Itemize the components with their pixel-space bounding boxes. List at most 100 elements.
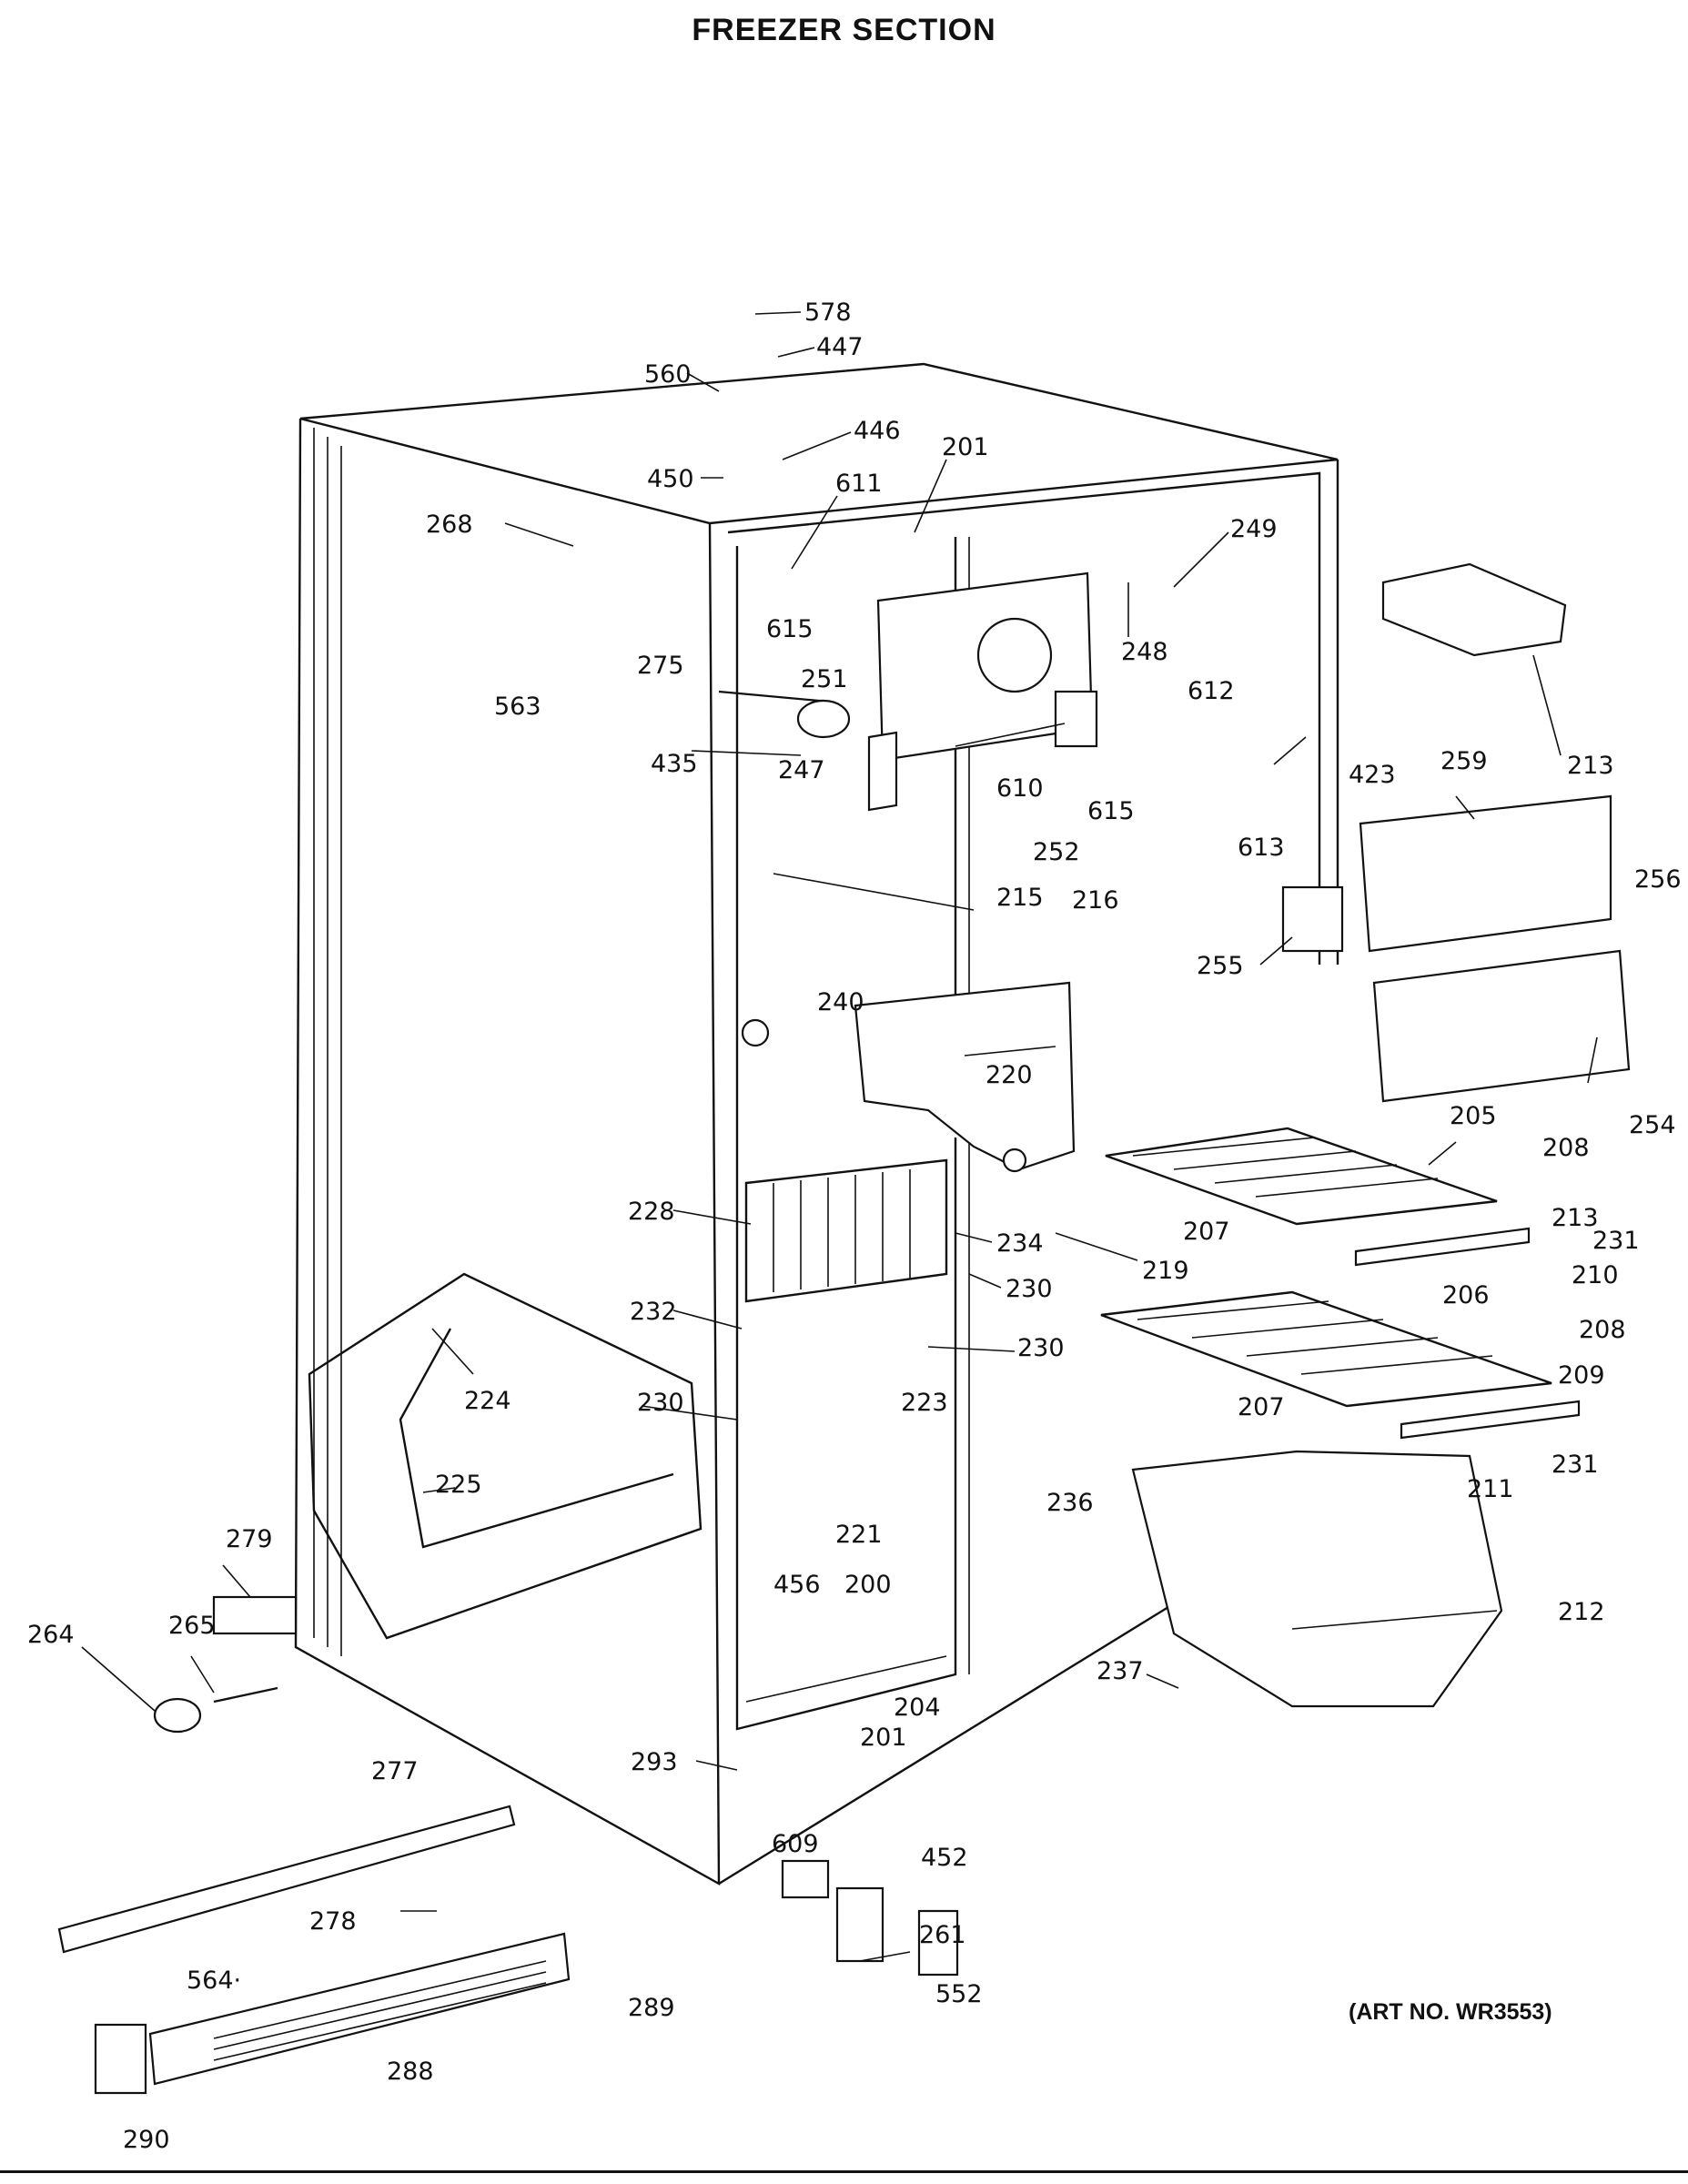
callout-label: 212 xyxy=(1558,1598,1605,1626)
callout-label: 256 xyxy=(1634,865,1682,894)
callout-label: 423 xyxy=(1349,761,1396,789)
callout-label: 230 xyxy=(1006,1275,1053,1303)
shelf-trim-lower xyxy=(1400,1400,1581,1440)
callout-label: 560 xyxy=(644,360,692,389)
callout-label: 232 xyxy=(630,1298,677,1326)
callout-label: 216 xyxy=(1072,886,1119,915)
callout-label: 450 xyxy=(647,465,694,493)
callout-label: 578 xyxy=(804,298,852,327)
basket xyxy=(1131,1450,1503,1708)
callout-label: 201 xyxy=(942,433,989,461)
callout-label: 293 xyxy=(631,1748,678,1776)
thermostat-sensor xyxy=(741,1018,770,1047)
grille-end-cap xyxy=(94,2023,147,2095)
callout-label: 611 xyxy=(835,470,883,498)
callout-label: 221 xyxy=(835,1521,883,1549)
lower-wire-shelf xyxy=(1100,1290,1552,1408)
callout-label: 456 xyxy=(773,1571,821,1599)
callout-label: 261 xyxy=(919,1921,966,1949)
lower-hinge xyxy=(835,1886,884,1963)
callout-label: 240 xyxy=(817,988,864,1016)
callout-label: 446 xyxy=(854,417,901,445)
callout-label: 288 xyxy=(387,2058,434,2086)
hinge-shim xyxy=(781,1859,830,1899)
callout-label: 252 xyxy=(1033,838,1080,866)
drain-plug xyxy=(1002,1148,1027,1173)
callout-label: 279 xyxy=(226,1525,273,1553)
callout-label: 563 xyxy=(494,693,541,721)
callout-label: 247 xyxy=(778,756,825,784)
bottom-rule xyxy=(0,2170,1688,2173)
callout-label: 268 xyxy=(426,511,473,539)
callout-label: 452 xyxy=(921,1844,968,1872)
evaporator-cover xyxy=(854,981,1076,1171)
callout-label: 564· xyxy=(187,1967,241,1995)
diagram-title: FREEZER SECTION xyxy=(692,13,996,47)
fan-motor xyxy=(1054,690,1098,748)
axle xyxy=(213,1686,278,1704)
callout-label: 225 xyxy=(435,1471,482,1499)
shelf-trim-upper xyxy=(1354,1227,1531,1267)
callout-label: 237 xyxy=(1097,1657,1144,1685)
callout-label: 207 xyxy=(1183,1218,1230,1246)
callout-label: 220 xyxy=(986,1061,1033,1089)
door-shelf xyxy=(1359,794,1612,953)
ice-cube-tray xyxy=(1381,562,1567,657)
callout-labels: 578 447 560 446 450 201 611 268 249 615 … xyxy=(27,298,1682,2154)
callout-label: 200 xyxy=(844,1571,892,1599)
callout-label: 249 xyxy=(1230,515,1278,543)
grille-rail xyxy=(57,1805,516,1954)
callout-label: 213 xyxy=(1567,752,1614,780)
leader-lines xyxy=(81,311,1598,1962)
callout-label: 231 xyxy=(1592,1227,1640,1255)
callout-label: 201 xyxy=(860,1724,907,1752)
callout-label: 204 xyxy=(894,1694,941,1722)
callout-label: 206 xyxy=(1442,1281,1490,1309)
callout-label: 228 xyxy=(628,1198,675,1226)
callout-label: 251 xyxy=(801,665,848,693)
door-shelf-front xyxy=(1372,949,1631,1103)
callout-label: 615 xyxy=(766,615,814,643)
callout-label: 265 xyxy=(168,1612,216,1640)
callout-label: 209 xyxy=(1558,1361,1605,1390)
grille-clip xyxy=(917,1909,959,1977)
callout-label: 231 xyxy=(1552,1451,1599,1479)
callout-label: 211 xyxy=(1467,1475,1514,1503)
heater-enclosure xyxy=(308,1272,702,1640)
callout-label: 275 xyxy=(637,652,684,680)
hinge-bracket xyxy=(212,1595,298,1635)
callout-label: 207 xyxy=(1238,1393,1285,1421)
callout-label: 609 xyxy=(772,1830,819,1858)
callout-label: 552 xyxy=(935,1980,983,2008)
callout-label: 210 xyxy=(1572,1261,1619,1289)
callout-label: 290 xyxy=(123,2126,170,2154)
callout-label: 278 xyxy=(309,1907,357,1936)
callout-label: 213 xyxy=(1552,1204,1599,1232)
evaporator-coil xyxy=(744,1158,948,1303)
light-shield xyxy=(1281,885,1344,953)
callout-label: 613 xyxy=(1238,834,1285,862)
callout-label: 223 xyxy=(901,1389,948,1417)
upper-wire-shelf xyxy=(1105,1127,1498,1226)
callout-label: 230 xyxy=(1017,1334,1065,1362)
callout-label: 205 xyxy=(1450,1102,1497,1130)
roller xyxy=(153,1697,202,1734)
callout-label: 255 xyxy=(1197,952,1244,980)
callout-label: 236 xyxy=(1046,1489,1094,1517)
cabinet-outline xyxy=(294,362,1339,1886)
callout-label: 208 xyxy=(1542,1134,1590,1162)
callout-label: 234 xyxy=(996,1229,1044,1258)
callout-label: 615 xyxy=(1087,797,1135,825)
callout-label: 610 xyxy=(996,774,1044,803)
callout-label: 219 xyxy=(1142,1257,1189,1285)
callout-label: 208 xyxy=(1579,1316,1626,1344)
toe-grille xyxy=(148,1932,571,2086)
callout-label: 289 xyxy=(628,1994,675,2022)
callout-label: 248 xyxy=(1121,638,1168,666)
callout-label: 435 xyxy=(651,750,698,778)
callout-label: 277 xyxy=(371,1757,419,1785)
callout-label: 224 xyxy=(464,1387,511,1415)
callout-label: 447 xyxy=(816,333,864,361)
callout-label: 254 xyxy=(1629,1111,1676,1139)
